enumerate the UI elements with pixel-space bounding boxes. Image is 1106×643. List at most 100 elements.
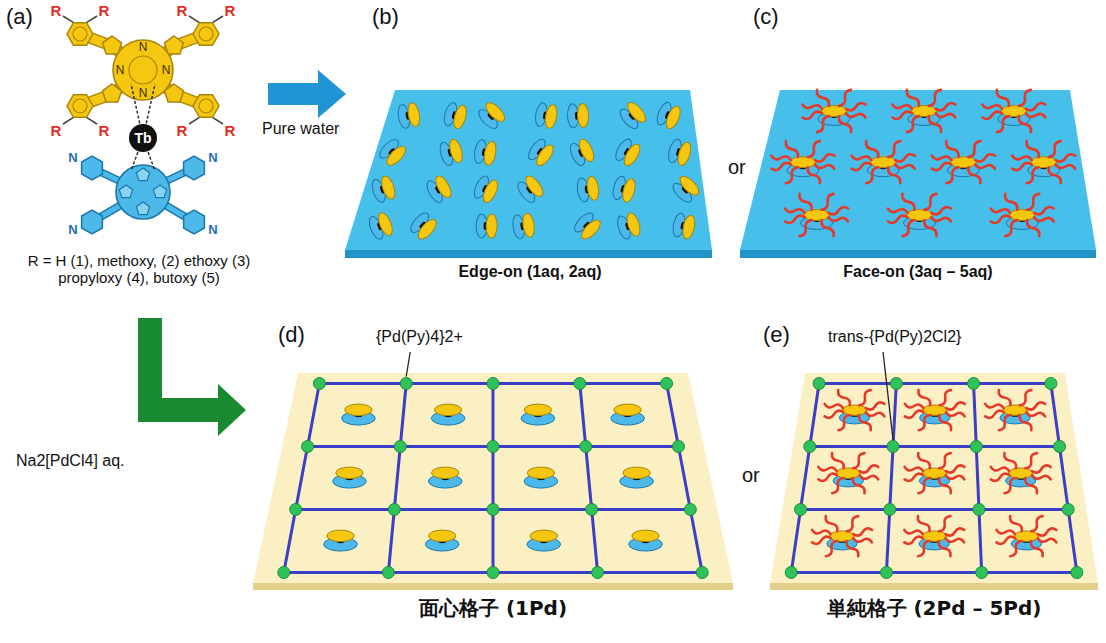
alkoxy-chain: [866, 412, 885, 416]
alkoxy-chain: [1012, 156, 1031, 160]
alkoxy-chain: [1004, 453, 1016, 468]
alkoxy-chain: [946, 465, 965, 472]
molecule-face-on: [985, 390, 1045, 430]
phthalocyanine-disc: [577, 103, 589, 127]
alkoxy-chain: [818, 467, 837, 471]
substituent-bond: [213, 16, 224, 23]
alkoxy-chain: [847, 516, 859, 531]
alkoxy-chain: [946, 402, 965, 409]
phthalocyanine-disc: [544, 104, 559, 130]
alkoxy-chain: [975, 164, 995, 168]
phthalocyanine-disc: [447, 138, 464, 164]
alkoxy-chain: [929, 90, 941, 106]
alkoxy-chain: [815, 164, 835, 168]
phthalocyanine-disc: [524, 404, 551, 416]
alkoxy-chain: [946, 475, 965, 479]
alkoxy-chain: [999, 415, 1011, 430]
alkoxy-chain: [838, 415, 850, 430]
pyrrole-ring: [136, 168, 149, 181]
molecule-face-on: [892, 90, 955, 132]
alkoxy-chain: [846, 103, 866, 110]
alkoxy-chain: [866, 141, 878, 157]
coordination-link: [667, 384, 703, 573]
alkoxy-chain: [1005, 220, 1017, 236]
coordination-link: [810, 445, 1060, 448]
molecule-edge-on: [442, 101, 469, 130]
molecule-edge-on: [408, 210, 440, 242]
molecule-face-on: [524, 467, 558, 488]
molecule-face-on: [425, 530, 459, 551]
molecule-face-on: [852, 141, 915, 183]
alkoxy-chain: [1005, 194, 1017, 210]
molecule-edge-on: [613, 137, 643, 168]
substituent-bond: [63, 117, 74, 124]
phthalocyanine-disc: [586, 176, 601, 201]
alkoxy-chain: [1049, 167, 1061, 183]
substrate-edge: [345, 250, 712, 258]
alkoxy-chain: [924, 220, 936, 236]
alkoxy-chain: [997, 530, 1016, 534]
alkoxy-chain: [918, 453, 930, 468]
alkoxy-chain: [815, 154, 835, 161]
atom-label: N: [208, 223, 217, 236]
substituent-label: R: [99, 3, 110, 18]
palladium-node: [1045, 378, 1057, 390]
phthalocyanine-disc: [376, 211, 395, 237]
alkoxy-chain: [825, 404, 844, 408]
phthalocyanine-disc: [842, 405, 867, 415]
phthalocyanine-disc: [821, 106, 847, 117]
panel-label: (a): [6, 4, 33, 29]
molecule-edge-on: [396, 102, 421, 129]
alkoxy-chain: [968, 167, 980, 183]
molecule-edge-on: [370, 174, 398, 204]
phthalocyanine-disc: [521, 213, 536, 238]
alkoxy-chain: [846, 113, 866, 117]
molecule-edge-on: [571, 210, 603, 242]
palladium-node: [388, 504, 400, 516]
molecule-face-on: [803, 90, 866, 132]
substrate-surface: [770, 373, 1098, 583]
alkoxy-chain: [968, 141, 980, 157]
alkoxy-chain: [859, 415, 871, 430]
phthalocyanine-disc: [533, 142, 556, 168]
phthalocyanine-disc: [327, 530, 354, 542]
molecule-face-on: [888, 194, 951, 236]
alkoxy-chain: [888, 167, 900, 183]
macrocycle-ring: [129, 56, 157, 84]
alkoxy-chain: [839, 90, 851, 106]
molecule-face-on: [342, 404, 376, 425]
alkoxy-chain: [812, 537, 831, 544]
palladium-node: [795, 504, 807, 516]
aromatic-circle: [199, 27, 213, 41]
palladium-node: [1054, 441, 1066, 453]
caption-group: 面心格子 (1Pd): [248, 596, 738, 620]
phthalocyanine-disc: [625, 211, 643, 237]
coordination-link: [801, 508, 1069, 511]
phthalocyanine-disc: [1031, 157, 1057, 168]
leader-line: [883, 352, 893, 440]
alkoxy-chain: [895, 164, 915, 168]
alkoxy-chain: [932, 163, 952, 170]
palladium-node: [1071, 567, 1083, 579]
alkoxy-chain: [1020, 390, 1032, 405]
alkoxy-chain: [982, 112, 1002, 119]
alkoxy-chain: [803, 112, 823, 119]
leader-line: [406, 352, 410, 377]
alkoxy-chain: [924, 194, 936, 210]
alkoxy-chain: [982, 105, 1002, 109]
alkoxy-chain: [892, 105, 912, 109]
palladium-node: [890, 378, 902, 390]
substituent-label: R: [177, 123, 188, 138]
alkoxy-chain: [853, 538, 872, 542]
atom-label: N: [208, 151, 217, 164]
pyrrole-ring: [119, 185, 132, 198]
alkoxy-chain: [1019, 116, 1031, 132]
molecule-face-on: [629, 530, 663, 551]
molecule-edge-on: [670, 173, 702, 205]
phthalocyanine-disc: [922, 531, 947, 541]
substituent-bond: [213, 117, 224, 124]
alkoxy-chain: [939, 453, 951, 468]
palladium-node: [487, 567, 499, 579]
alkoxy-chain: [946, 538, 965, 542]
phthalocyanine-core: [113, 40, 173, 100]
